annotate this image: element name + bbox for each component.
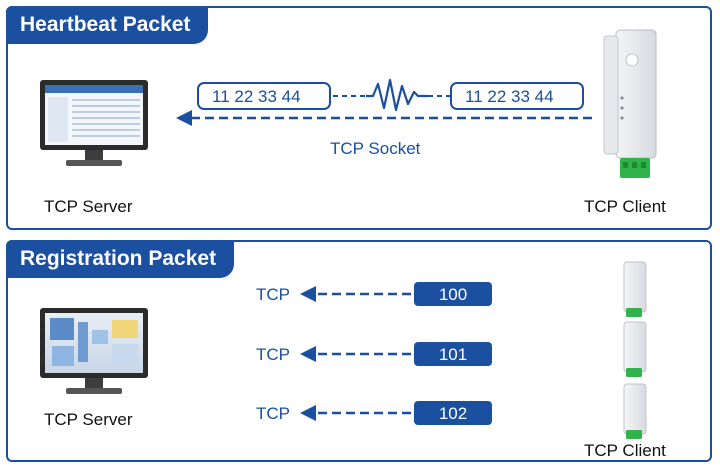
heartbeat-packet-left-box	[197, 82, 331, 110]
registration-row-2	[190, 401, 560, 430]
server-scada-monitor-icon	[40, 308, 148, 394]
heartbeat-signal-icon	[366, 78, 428, 112]
registration-row-2-protocol: TCP	[256, 404, 290, 423]
id-badge	[414, 342, 492, 366]
tcp-client-device-icon	[603, 29, 657, 178]
tcp-socket-arrow-head	[176, 110, 192, 126]
registration-row-1-protocol: TCP	[256, 345, 290, 364]
registration-row-0-protocol: TCP	[256, 285, 290, 304]
arrow-head	[300, 286, 316, 302]
heartbeat-packet-right-box	[450, 82, 584, 110]
heartbeat-title: Heartbeat Packet	[6, 6, 209, 44]
heartbeat-packet-left-text: 11 22 33 44	[212, 87, 301, 106]
registration-row-0-id: 100	[438, 285, 468, 304]
heartbeat-client-label: TCP Client	[584, 197, 666, 216]
heartbeat-packet-right-text: 11 22 33 44	[465, 87, 554, 106]
id-badge	[414, 282, 492, 306]
registration-row-2-id: 102	[438, 404, 468, 423]
arrow-head	[300, 405, 316, 421]
tcp-socket-label: TCP Socket	[330, 139, 421, 158]
id-badge	[414, 401, 492, 425]
registration-row-0	[190, 282, 560, 310]
registration-client-label: TCP Client	[584, 441, 666, 460]
client-device-icon	[623, 261, 647, 317]
client-device-icon	[623, 321, 647, 377]
registration-title: Registration Packet	[6, 240, 235, 278]
client-device-icon	[623, 383, 647, 439]
registration-server-label: TCP Server	[44, 410, 133, 429]
server-monitor-icon	[40, 80, 148, 166]
registration-row-1	[190, 342, 560, 370]
registration-row-1-id: 101	[438, 345, 468, 364]
registration-panel: Registration Packet	[6, 240, 712, 462]
arrow-head	[300, 346, 316, 362]
heartbeat-server-label: TCP Server	[44, 197, 133, 216]
